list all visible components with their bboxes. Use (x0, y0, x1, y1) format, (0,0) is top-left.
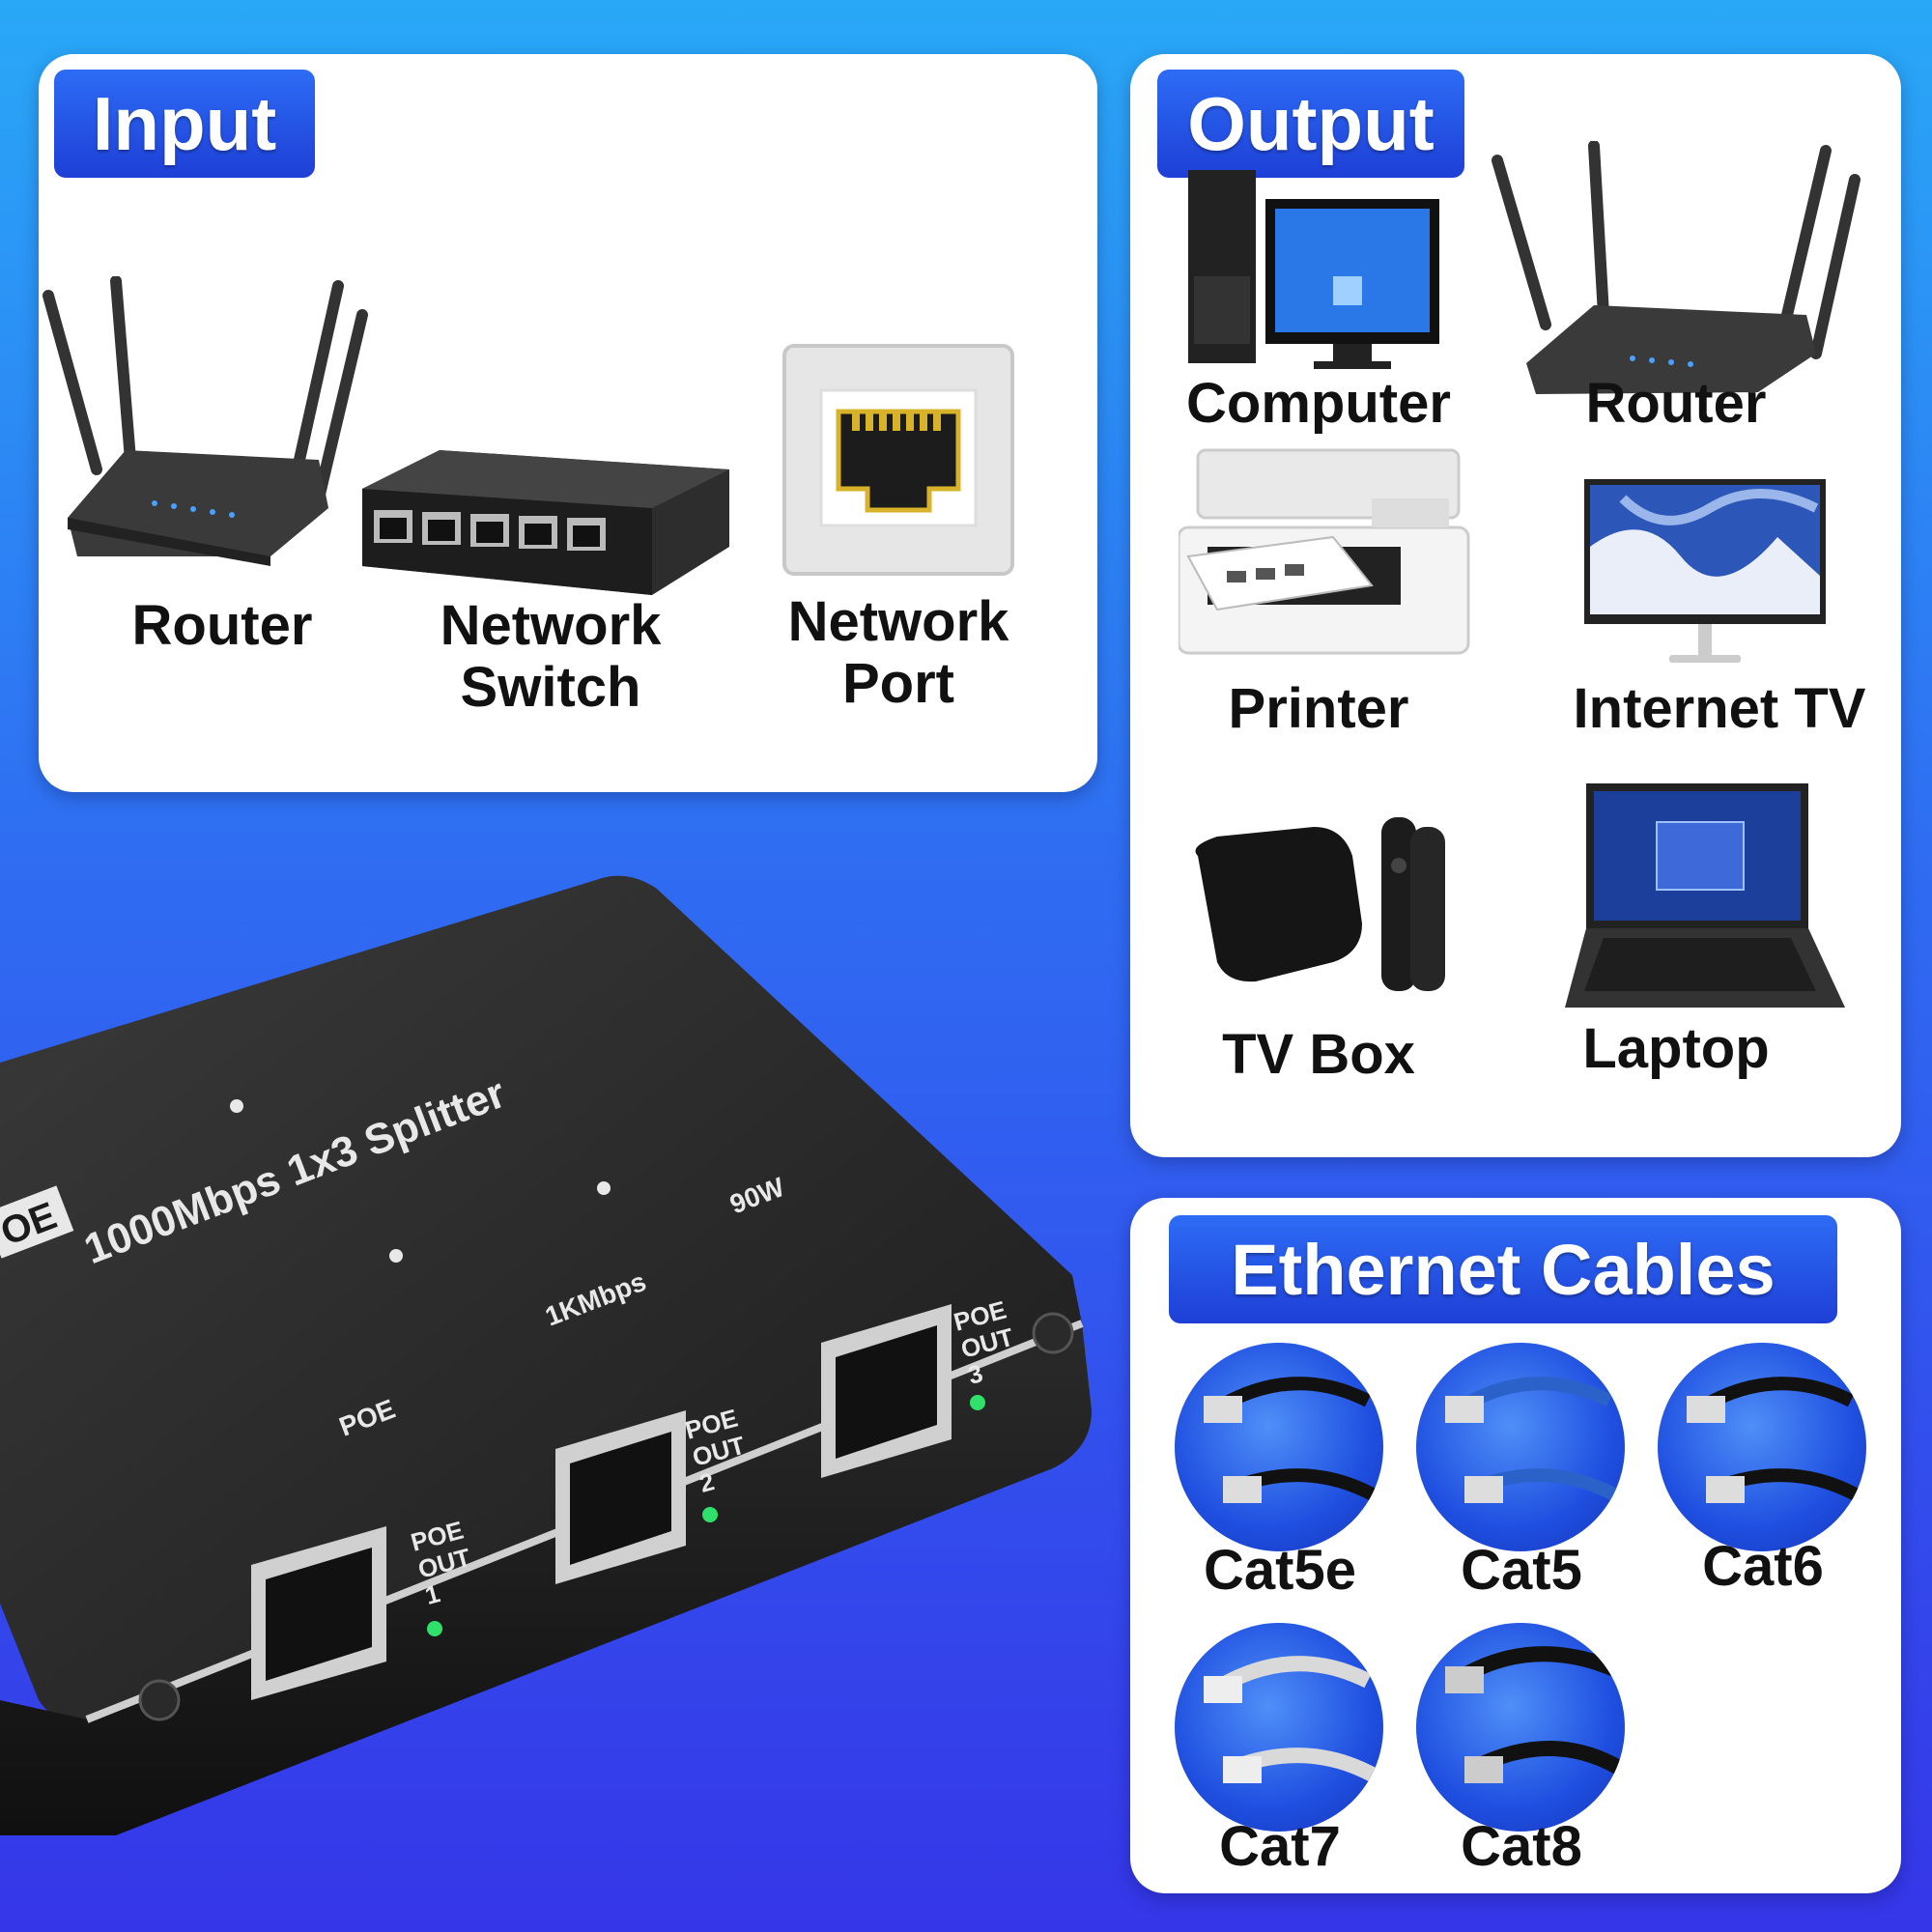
port-1[interactable] (251, 1526, 386, 1700)
input-label-network-port: Network Port (787, 590, 1009, 715)
cable-cat5e-image (1175, 1343, 1383, 1551)
output-label-tv-box: TV Box (1222, 1023, 1415, 1086)
screw-right (1032, 1312, 1074, 1354)
output-label-internet-tv: Internet TV (1573, 677, 1866, 740)
splitter-device: 1000Mbps 1x3 Splitter POE 1KMbps 90W OE (0, 875, 1092, 1835)
port-2[interactable] (555, 1410, 686, 1584)
output-label-printer: Printer (1228, 677, 1409, 740)
cable-label-cat6: Cat6 (1702, 1535, 1824, 1598)
input-label-router: Router (131, 594, 313, 657)
cables-panel: Ethernet Cables Cat5e Cat5 Cat6 Cat7 Cat… (1130, 1198, 1901, 1893)
screw-left (138, 1679, 181, 1721)
cable-label-cat5: Cat5 (1461, 1539, 1582, 1602)
port2-led (702, 1507, 718, 1522)
cable-cat5-image (1416, 1343, 1625, 1551)
output-panel: Output Computer Router Printer (1130, 54, 1901, 1157)
tv-icon (1584, 479, 1826, 663)
cable-label-cat8: Cat8 (1461, 1815, 1582, 1878)
cable-cat7-image (1175, 1623, 1383, 1832)
network-port-icon (782, 344, 1014, 576)
port-3[interactable] (821, 1304, 952, 1478)
input-title: Input (54, 70, 315, 178)
output-label-laptop: Laptop (1582, 1017, 1770, 1080)
network-switch-icon (362, 450, 729, 595)
port3-led (970, 1395, 985, 1410)
printer-icon (1179, 448, 1470, 655)
cable-cat8-image (1416, 1623, 1625, 1832)
input-panel: Input Router Network Switch Network Port (39, 54, 1097, 792)
cable-label-cat5e: Cat5e (1204, 1539, 1356, 1602)
port1-led (427, 1621, 442, 1636)
input-label-network-switch: Network Switch (440, 594, 662, 719)
cable-label-cat7: Cat7 (1219, 1815, 1341, 1878)
laptop-icon (1565, 783, 1845, 1008)
output-title: Output (1157, 70, 1464, 178)
router-icon (43, 276, 368, 566)
tv-box-icon (1195, 817, 1445, 991)
cables-title: Ethernet Cables (1169, 1215, 1837, 1323)
output-label-computer: Computer (1186, 372, 1451, 435)
output-label-router: Router (1585, 372, 1767, 435)
router-icon (1492, 141, 1861, 394)
computer-icon (1188, 170, 1439, 369)
cable-cat6-image (1658, 1343, 1866, 1551)
